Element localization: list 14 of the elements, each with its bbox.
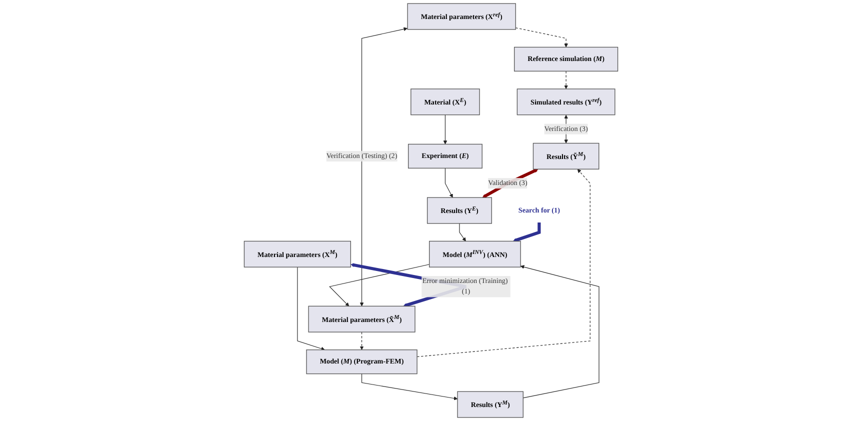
arrow (444, 168, 453, 198)
arrow (459, 223, 466, 242)
arrow (515, 28, 568, 48)
arrow (360, 332, 364, 350)
arrow (443, 114, 448, 144)
arrow (520, 265, 600, 398)
arrow (297, 266, 325, 351)
arrow (329, 264, 430, 306)
arrow (361, 374, 458, 400)
arrow (512, 222, 541, 242)
arrow (482, 168, 538, 198)
arrow (360, 27, 408, 306)
arrow (564, 70, 568, 90)
arrow (416, 168, 590, 358)
